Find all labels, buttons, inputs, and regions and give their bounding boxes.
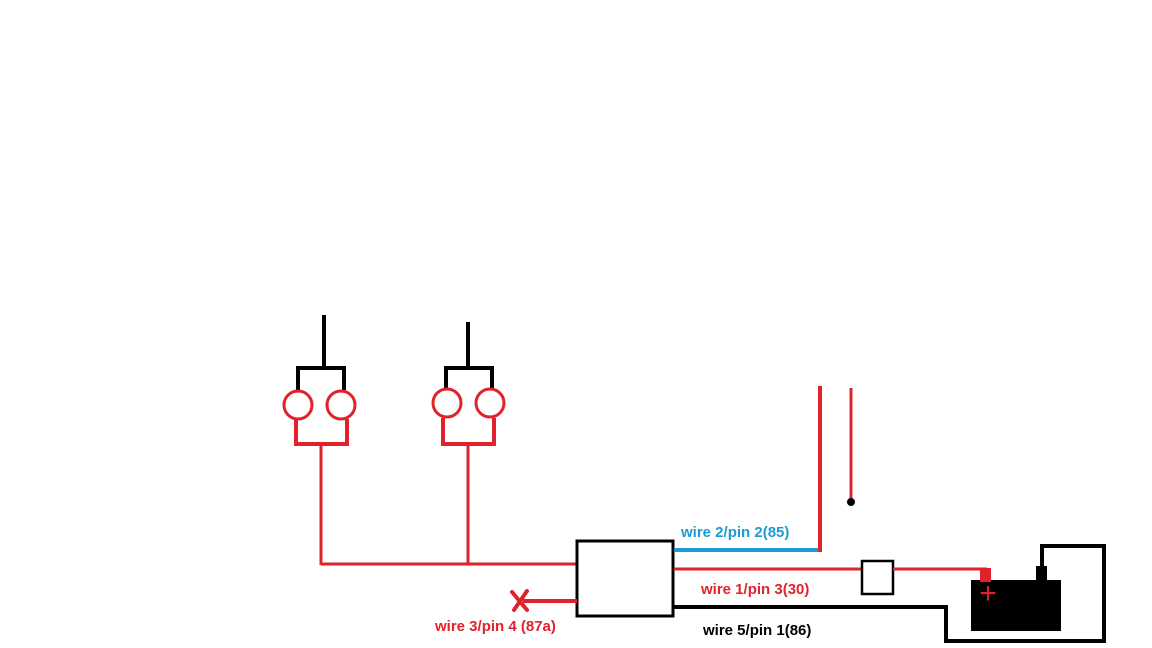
lamp-pair-left: [282, 315, 357, 565]
fuse-box: [860, 559, 895, 596]
relay-box: [575, 539, 675, 618]
battery-icon: [971, 566, 1061, 631]
lamp-bulb-icon: [282, 389, 314, 421]
wire5-label: wire 5/pin 1(86): [702, 622, 811, 639]
wire1-label: wire 1/pin 3(30): [700, 581, 809, 598]
lamp-bulb-icon: [431, 387, 463, 419]
disconnect-x-icon: [510, 589, 529, 612]
lamp-bulb-icon: [325, 389, 357, 421]
battery-plus-label: +: [979, 577, 997, 610]
lamp-pair-right: [431, 322, 506, 565]
wire5-ground-line: [674, 544, 1106, 643]
switch-contact-dot: [847, 498, 855, 506]
wire3-label: wire 3/pin 4 (87a): [434, 618, 556, 635]
lamp-bulb-icon: [474, 387, 506, 419]
wire2-label: wire 2/pin 2(85): [680, 524, 789, 541]
